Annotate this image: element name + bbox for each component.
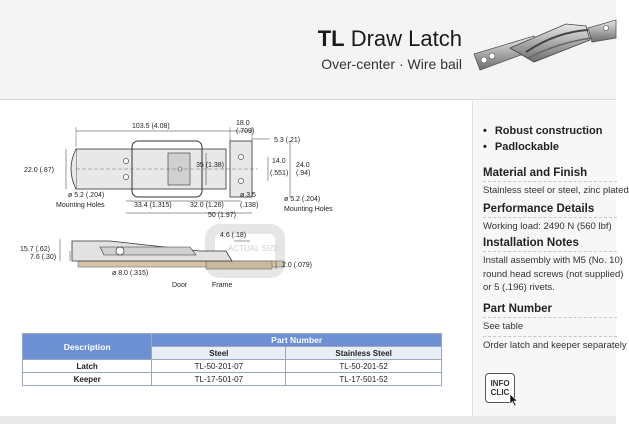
dim-top-right-in: (.709): [236, 128, 254, 135]
spec-body: See table Order latch and keeper separat…: [483, 317, 627, 352]
spec-body: Working load: 2490 N (560 lbf): [483, 217, 617, 234]
cell-stainless: TL-50-201-52: [285, 359, 442, 373]
dim-4-6: 4.6 (.18): [220, 232, 246, 239]
dim-24: 24.0: [296, 162, 310, 169]
table-header-description: Description: [21, 333, 153, 360]
row-label: Keeper: [21, 372, 153, 386]
spec-heading: Part Number: [483, 303, 553, 315]
dim-top-right: 18.0: [236, 120, 250, 127]
dim-14: 14.0: [272, 158, 286, 165]
spec-heading: Material and Finish: [483, 167, 588, 179]
table-header-stainless: Stainless Steel: [285, 346, 442, 360]
dim-35: 35 (1.38): [196, 162, 224, 169]
cell-steel: TL-50-201-07: [151, 359, 287, 373]
cursor-arrow-icon: [509, 393, 519, 407]
technical-drawing: ACTUAL SIZE 103.5 (4.08) 18.0 (.709) 5.3…: [20, 120, 333, 289]
dim-3-5: ø 3.5: [240, 192, 256, 199]
dim-5-3: 5.3 (.21): [274, 137, 300, 144]
table-header-part-number: Part Number: [151, 333, 442, 347]
label-door: Door: [172, 282, 188, 289]
page-title: TL Draw Latch: [318, 26, 462, 52]
dim-32: 32.0 (1.26): [190, 202, 224, 209]
table-header-steel: Steel: [151, 346, 287, 360]
dim-3-5-in: (.138): [240, 202, 258, 209]
spec-installation: Installation Notes Install assembly with…: [483, 235, 623, 295]
product-photo: [473, 19, 617, 71]
footer-band: [0, 416, 616, 424]
actual-size-watermark: ACTUAL SIZE: [228, 244, 279, 253]
page-header: TL Draw Latch Over-center · Wire bail: [0, 0, 617, 100]
page-subtitle: Over-center · Wire bail: [321, 56, 462, 72]
cell-steel: TL-17-501-07: [151, 372, 287, 386]
title-name: Draw Latch: [350, 26, 462, 51]
row-label: Latch: [21, 359, 153, 373]
dim-7-6: 7.6 (.30): [30, 254, 56, 261]
dim-24-in: (.94): [296, 170, 310, 177]
spec-performance: Performance Details Working load: 2490 N…: [483, 201, 617, 234]
dim-2-0: 2.0 (.079): [282, 262, 312, 269]
part-number-table: Description Part Number Steel Stainless …: [21, 333, 442, 386]
dim-33-4: 33.4 (1.315): [134, 202, 172, 209]
feature-list: Robust construction Padlockable: [483, 123, 617, 155]
dim-hole-right: ø 5.2 (.204): [284, 196, 320, 203]
spec-body: Stainless steel or steel, zinc plated: [483, 181, 629, 198]
cell-stainless: TL-17-501-52: [285, 372, 442, 386]
table-row: Keeper TL-17-501-07 TL-17-501-52: [21, 372, 442, 386]
spec-part-number: Part Number See table Order latch and ke…: [483, 301, 627, 352]
info-click-icon[interactable]: INFO CLIC: [485, 373, 515, 403]
dim-15-7: 15.7 (.62): [20, 246, 50, 253]
spec-heading: Performance Details: [483, 203, 595, 215]
list-item: Padlockable: [483, 139, 617, 155]
dim-14-in: (.551): [270, 170, 288, 177]
dim-50: 50 (1.97): [208, 212, 236, 219]
dim-hole-left: ø 5.2 (.204): [68, 192, 104, 199]
spec-panel: Robust construction Padlockable Material…: [472, 101, 629, 424]
label-mounting-left: Mounting Holes: [56, 202, 105, 209]
dim-overall-length: 103.5 (4.08): [132, 123, 170, 130]
label-mounting-right: Mounting Holes: [284, 206, 333, 213]
label-frame: Frame: [212, 282, 232, 289]
spec-body: Install assembly with M5 (No. 10) round …: [483, 251, 623, 295]
spec-material: Material and Finish Stainless steel or s…: [483, 165, 629, 198]
spec-heading: Installation Notes: [483, 237, 579, 249]
dim-8-0: ø 8.0 (.315): [112, 270, 148, 277]
dim-height-left: 22.0 (.87): [24, 167, 54, 174]
list-item: Robust construction: [483, 123, 617, 139]
drawing-panel: ACTUAL SIZE 103.5 (4.08) 18.0 (.709) 5.3…: [0, 101, 466, 424]
table-row: Latch TL-50-201-07 TL-50-201-52: [21, 359, 442, 373]
title-code: TL: [317, 26, 345, 51]
